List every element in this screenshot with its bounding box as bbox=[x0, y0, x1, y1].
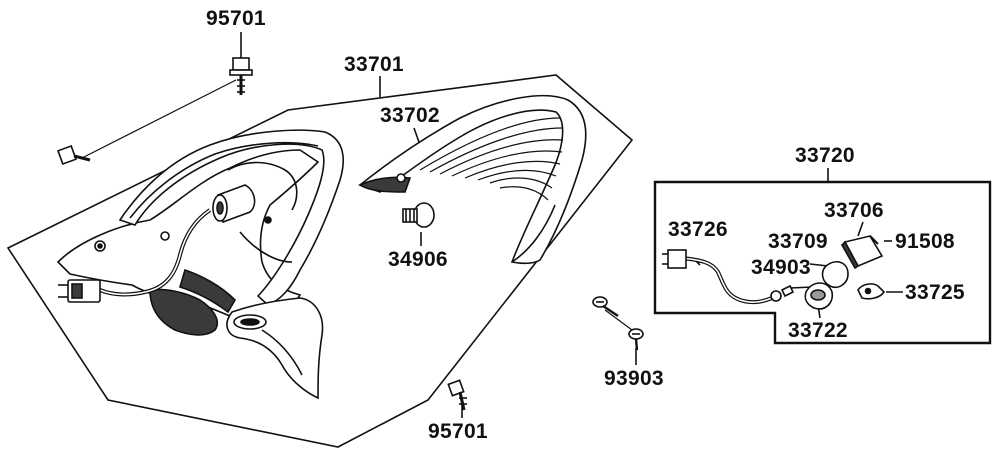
label-33701: 33701 bbox=[344, 53, 404, 76]
label-33725: 33725 bbox=[905, 281, 965, 304]
tail-light-housing bbox=[56, 129, 344, 400]
label-34903: 34903 bbox=[751, 256, 811, 279]
label-95701-bottom: 95701 bbox=[428, 420, 488, 443]
kit-parts bbox=[662, 235, 886, 310]
tail-light-lens bbox=[358, 94, 587, 265]
label-95701-top: 95701 bbox=[206, 7, 266, 30]
label-33709: 33709 bbox=[768, 230, 828, 253]
label-91508: 91508 bbox=[895, 230, 955, 253]
screws-93903 bbox=[592, 296, 644, 351]
gasket-33709 bbox=[821, 261, 849, 289]
label-33720: 33720 bbox=[795, 144, 855, 167]
bolt-95701-top bbox=[57, 57, 253, 165]
label-33702: 33702 bbox=[380, 104, 440, 127]
lens-outer bbox=[358, 94, 587, 265]
bolt-95701-bottom bbox=[447, 379, 467, 411]
label-93903: 93903 bbox=[604, 367, 664, 390]
assembly-boundary-outline bbox=[6, 74, 634, 448]
leader-lines bbox=[240, 32, 903, 418]
label-33726: 33726 bbox=[668, 218, 728, 241]
label-34906: 34906 bbox=[388, 248, 448, 271]
label-33706: 33706 bbox=[824, 199, 884, 222]
label-33722: 33722 bbox=[788, 319, 848, 342]
housing-lower-bracket bbox=[149, 288, 219, 336]
kit-boundary-box bbox=[653, 180, 992, 345]
housing-stay bbox=[226, 297, 324, 400]
bulb-34906 bbox=[402, 202, 435, 228]
